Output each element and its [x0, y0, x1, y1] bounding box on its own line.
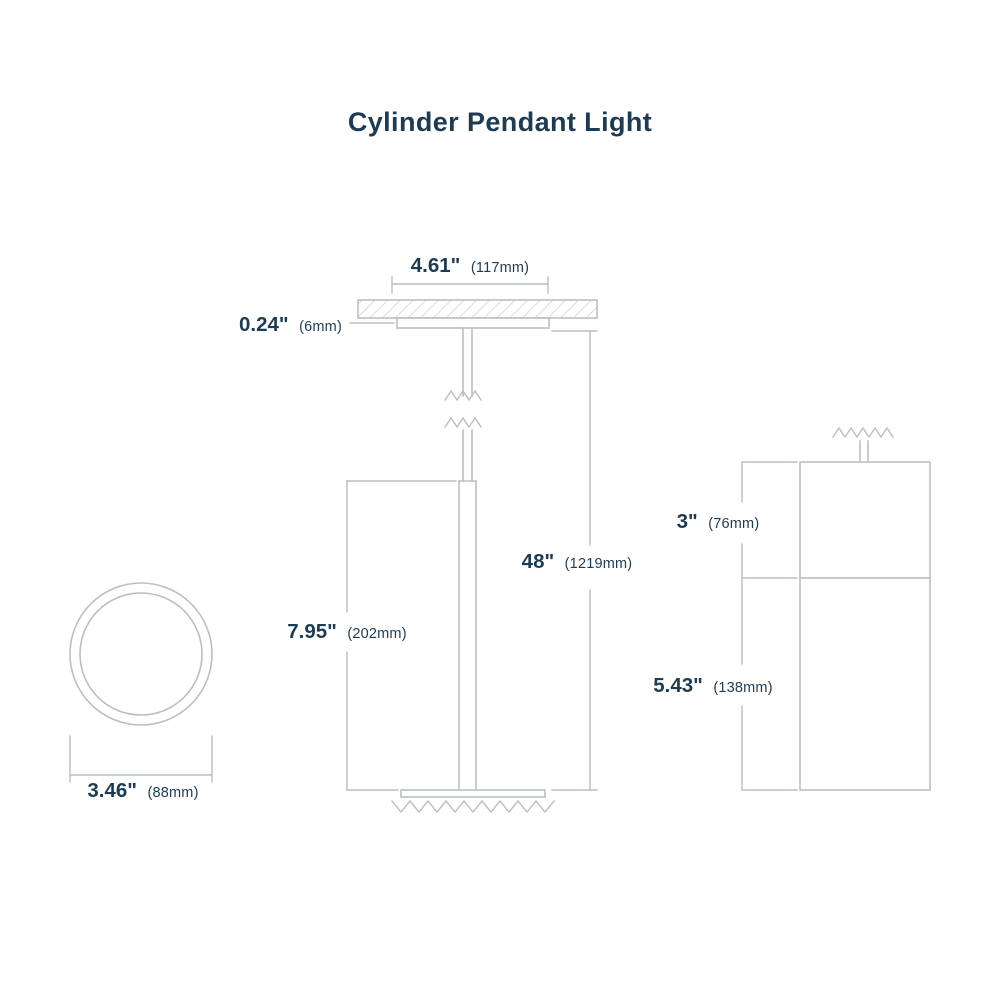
- dim-canopy-thickness: 0.24" (6mm): [239, 313, 395, 336]
- detail-upper-rect: [799, 461, 931, 579]
- break-mark: [444, 389, 482, 402]
- detail-view: 3" (76mm) 5.43" (138mm): [653, 426, 931, 791]
- dim-overall-height: 48" (1219mm): [522, 330, 633, 791]
- dim-lower-height: 5.43" (138mm): [653, 577, 798, 791]
- dim-diameter: 3.46" (88mm): [69, 735, 213, 802]
- canopy-plate: [396, 317, 550, 329]
- dim-label: 0.24" (6mm): [239, 313, 342, 336]
- dim-label: 7.95" (202mm): [287, 620, 407, 643]
- top-view: 3.46" (88mm): [69, 582, 213, 802]
- light-scallop: [391, 799, 555, 814]
- dim-label: 4.61" (117mm): [411, 254, 529, 277]
- break-mark: [444, 416, 482, 429]
- dim-label: 3.46" (88mm): [87, 779, 198, 802]
- dim-canopy-width: 4.61" (117mm): [391, 254, 549, 294]
- dim-label: 5.43" (138mm): [653, 674, 773, 697]
- bottom-plate: [400, 789, 546, 798]
- dim-upper-height: 3" (76mm): [677, 461, 798, 579]
- detail-lower-rect: [799, 577, 931, 791]
- dim-label: 3" (76mm): [677, 510, 760, 533]
- side-view: [357, 299, 598, 814]
- top-view-circle-outer: [69, 582, 213, 726]
- ceiling-hatch: [357, 299, 598, 319]
- top-view-circle-inner: [79, 592, 203, 716]
- diagram-title: Cylinder Pendant Light: [348, 107, 652, 137]
- dim-body-height: 7.95" (202mm): [287, 480, 457, 791]
- dim-label: 48" (1219mm): [522, 550, 633, 573]
- break-mark: [832, 426, 894, 439]
